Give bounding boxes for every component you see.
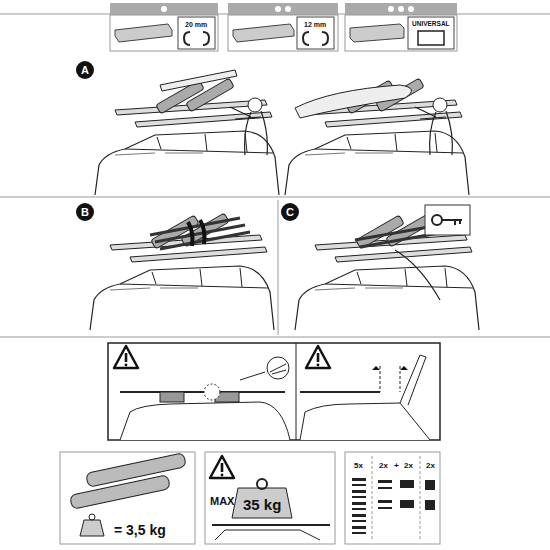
step-letter: A xyxy=(76,61,94,79)
label-text: 2x xyxy=(404,462,413,470)
label-text: 35 kg xyxy=(243,497,281,512)
label-text: 2x xyxy=(426,462,435,470)
step-letter-text: A xyxy=(81,64,89,76)
label-text: UNIVERSAL xyxy=(412,21,450,28)
step-letter: C xyxy=(281,203,299,221)
step-letter-text: C xyxy=(286,206,294,218)
label-text: 2x xyxy=(379,462,388,470)
step-letter: B xyxy=(76,203,94,221)
label-text: 12 mm xyxy=(304,21,326,28)
label-text: MAX xyxy=(210,496,234,507)
label-text: + xyxy=(394,462,399,470)
label-text: 5x xyxy=(354,462,363,470)
label-text: 20 mm xyxy=(185,21,207,28)
step-letter-text: B xyxy=(81,206,89,218)
label-text: = 3,5 kg xyxy=(114,523,166,537)
